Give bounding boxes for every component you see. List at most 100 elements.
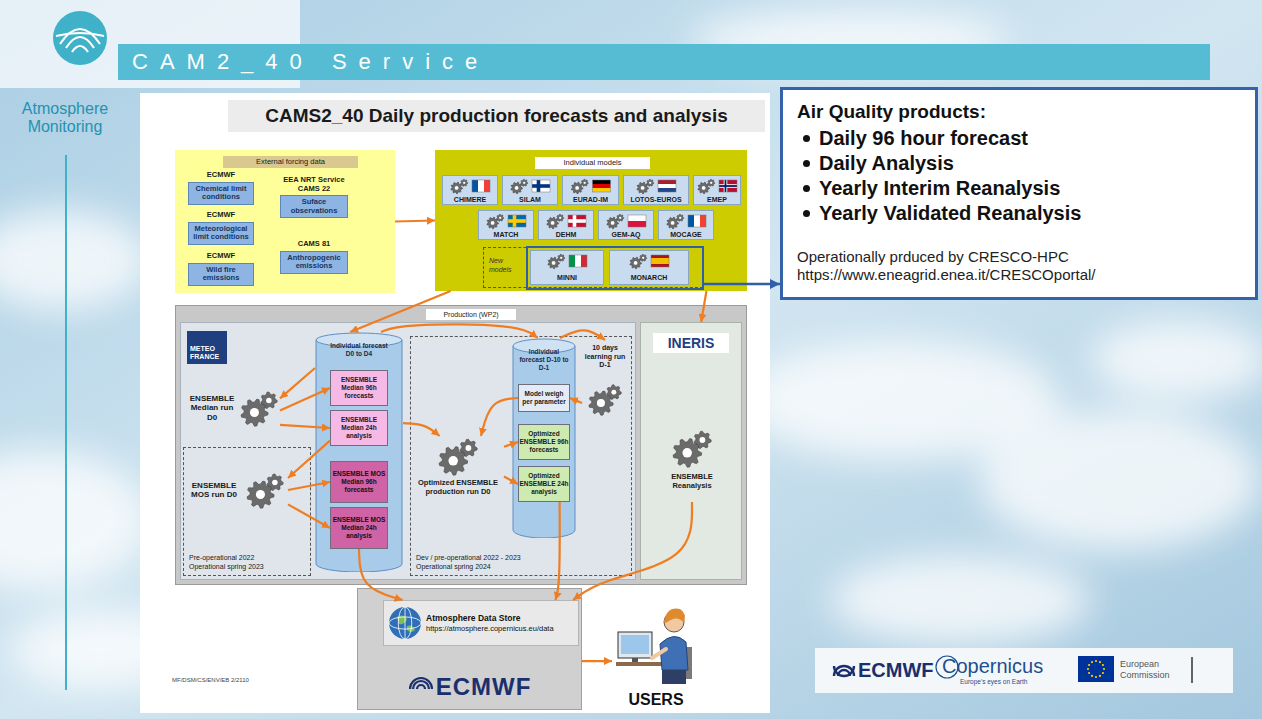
box-label: 10 days learning run D-1 — [582, 344, 628, 370]
box-label: CAMS 81 — [272, 240, 356, 249]
flag-symbol — [658, 180, 676, 192]
gear-symbol — [523, 182, 525, 184]
box-label: New models — [489, 256, 523, 274]
gear-symbol — [647, 179, 654, 186]
gear-symbol — [640, 254, 647, 261]
model-box: LOTOS-EUROS — [623, 175, 689, 205]
flag-symbol — [694, 215, 700, 227]
label-holder: CAM2_40 Service — [132, 49, 592, 75]
flag-symbol — [575, 255, 581, 267]
flow-arrow — [504, 477, 518, 485]
users-box-icon — [664, 609, 685, 624]
gear-symbol — [584, 182, 586, 184]
clouds — [830, 555, 1090, 645]
logo-tagline: Europe's eyes on Earth — [960, 678, 1060, 686]
input-box: ECMWFWild fire emissions — [186, 252, 256, 288]
flow-arrow — [573, 502, 692, 600]
flag-symbol — [658, 188, 676, 192]
data-store-box-icon — [405, 607, 406, 639]
flag-symbol — [508, 215, 526, 227]
box-label: SILAM — [503, 195, 557, 204]
model-box: MOCAGE — [658, 210, 714, 240]
gear-symbol — [679, 217, 681, 219]
flow-arrow — [395, 221, 435, 222]
box-label: DEHM — [539, 230, 593, 239]
logo-band — [815, 648, 1233, 693]
box-label: METEO FRANCE — [187, 331, 227, 364]
users-box-icon — [632, 658, 638, 662]
model-box-icon — [659, 212, 713, 230]
gear-symbol — [677, 214, 684, 221]
box-label: Daily 96 hour forecast — [797, 126, 1241, 151]
product-box: ENSEMBLE MOS Median 96h forecasts — [330, 461, 388, 503]
users-box-icon — [652, 649, 666, 658]
gear-symbol — [497, 214, 504, 221]
model-box-icon — [624, 177, 688, 195]
process-gear: ENSEMBLE MOS run D0 — [188, 466, 288, 514]
flag-symbol — [472, 180, 478, 192]
gear-symbol — [448, 456, 458, 466]
flag-symbol — [593, 184, 611, 188]
flag-symbol — [569, 255, 587, 267]
ecmwf-panel: ECMWFAtmosphere Data Storehttps://atmosp… — [357, 588, 582, 710]
box-label: ENSEMBLE MOS Median 24h analysis — [331, 516, 387, 540]
box-label: Individual forecast D0 to D4 — [328, 342, 390, 358]
flag-symbol — [568, 215, 586, 227]
eu-stars — [1102, 664, 1104, 666]
flag-symbol — [658, 180, 676, 184]
users-box-icon — [662, 670, 686, 684]
gear-symbol — [671, 221, 675, 225]
logo-text: Copernicus — [942, 655, 1062, 677]
flow-arrow — [381, 324, 538, 338]
model-box-icon — [599, 212, 653, 230]
flag-symbol — [688, 215, 694, 227]
flag-symbol — [532, 180, 550, 192]
flag-symbol — [581, 255, 587, 267]
box-label: ENSEMBLE MOS Median 96h forecasts — [331, 470, 387, 494]
label-holder: Europe's eyes on Earth — [960, 678, 1060, 686]
flag-symbol — [532, 180, 550, 192]
users-box-icon — [616, 592, 696, 686]
forecast-cylinder: Individual forecast D0 to D4 ENSEMBLE Med… — [315, 332, 403, 572]
stage-group: Pre-operational 2022 Operational spring … — [183, 447, 311, 576]
flag-symbol — [651, 258, 669, 264]
gear-symbol — [611, 390, 616, 395]
process-gear-icon — [588, 382, 622, 416]
flag-symbol — [719, 180, 737, 192]
new-models-group: New modelsMINNIMONARCH — [483, 247, 703, 288]
data-store-box-icon — [388, 606, 422, 640]
model-box-icon — [694, 177, 740, 195]
label-holder: ECMWF — [858, 659, 938, 681]
gear-symbol — [649, 182, 651, 184]
label-holder: Copernicus — [942, 655, 1062, 677]
flow-arrow — [403, 423, 440, 436]
gear-symbol — [710, 182, 712, 184]
stage-group: Dev / pre-operational 2022 - 2023 Operat… — [410, 336, 632, 576]
product-box: ENSEMBLE Median 96h forecasts — [330, 370, 388, 406]
document-code: MF/DSM/CS/ENV/EB 2/2110 — [172, 676, 292, 684]
flow-arrow — [481, 398, 518, 436]
eu-stars — [1088, 664, 1090, 666]
product-box: Optimized ENSEMBLE 96h forecasts — [518, 424, 570, 460]
box-label: Wild fire emissions — [188, 263, 254, 286]
logo-divider — [1191, 657, 1193, 683]
input-panel: External forcing dataECMWFChemical limit… — [175, 150, 395, 293]
box-label: https://www.eneagrid.enea.it/CRESCOporta… — [797, 266, 1241, 284]
title-ground — [228, 100, 765, 132]
flow-arrow — [280, 425, 330, 428]
flag-symbol — [569, 255, 575, 267]
process-gear: 10 days learning run D-1 — [582, 340, 628, 424]
box-label: Model weigh per parameter — [519, 390, 569, 406]
clouds — [1090, 320, 1262, 400]
flag-symbol — [568, 219, 586, 223]
clouds — [980, 410, 1260, 550]
label-holder: Atmosphere Monitoring — [5, 100, 125, 136]
gear-symbol — [634, 261, 638, 265]
gear-symbol — [702, 186, 706, 190]
box-label: ENSEMBLE Median 24h analysis — [331, 416, 387, 440]
users-box-icon — [621, 635, 649, 654]
forecast-cylinder: Individual forecast D-10 to D-1Model wei… — [512, 338, 576, 538]
model-box-icon — [443, 177, 497, 195]
gear-symbol — [682, 448, 692, 458]
box-label: MOCAGE — [659, 230, 713, 239]
